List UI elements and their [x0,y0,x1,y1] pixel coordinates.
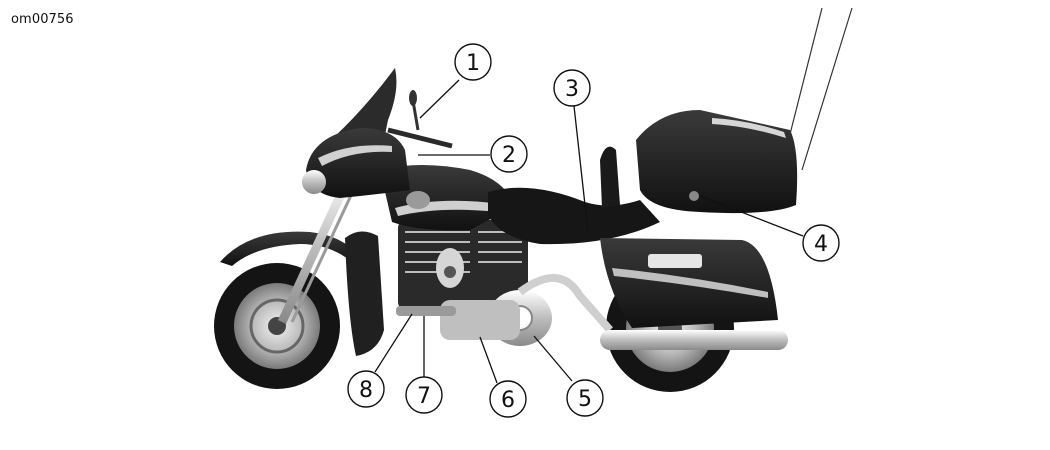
callout-7-label: 7 [417,384,431,409]
front-wheel [214,263,340,389]
callout-5: 5 [566,379,604,417]
windshield [320,68,397,150]
callout-leaders [374,79,804,384]
callout-6: 6 [489,380,527,418]
callout-7: 7 [405,376,443,414]
headlight [302,170,326,194]
figure-identifier: om00756 [11,12,74,27]
saddlebag-stripe [612,268,768,298]
callout-4: 4 [802,224,840,262]
tank-emblem [406,191,430,209]
callout-4-label: 4 [814,232,828,257]
fuel-tank [380,165,515,231]
lower-fairing [345,231,384,356]
fairing-stripe [318,145,392,166]
backrest [600,146,620,208]
antennas [785,7,853,171]
exhaust [517,273,788,350]
callout-8-label: 8 [359,378,373,403]
engine [398,220,528,310]
footboard [396,306,456,316]
tour-pak-rack [712,118,786,138]
tour-pak-latch-icon [689,191,699,201]
seat [488,187,660,245]
callout-2-label: 2 [502,143,516,168]
callout-1: 1 [454,43,492,81]
callout-5-label: 5 [578,387,592,412]
callout-6-label: 6 [501,388,515,413]
callout-3: 3 [553,69,591,107]
callout-8: 8 [347,370,385,408]
callout-1-label: 1 [466,51,480,76]
callout-3-label: 3 [565,77,579,102]
front-fender [220,231,360,266]
primary-cover [440,290,552,346]
saddlebag-badge [648,254,702,268]
handlebar [387,90,453,149]
tour-pak [636,110,798,214]
callout-2: 2 [490,135,528,173]
